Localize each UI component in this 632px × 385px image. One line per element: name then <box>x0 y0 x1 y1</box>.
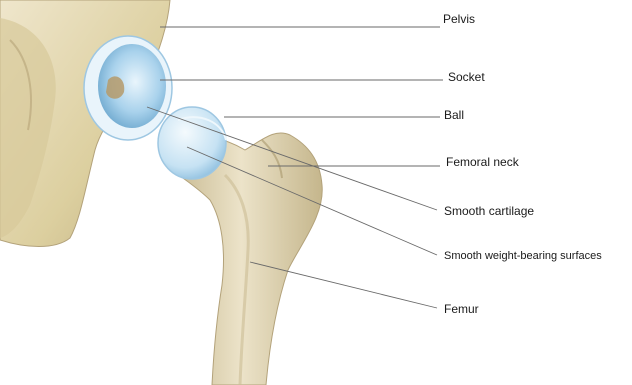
label-femoral-neck: Femoral neck <box>446 155 519 169</box>
label-femur: Femur <box>444 302 479 316</box>
label-socket: Socket <box>448 70 485 84</box>
label-smooth-cartilage: Smooth cartilage <box>444 204 534 218</box>
label-ball: Ball <box>444 108 464 122</box>
label-pelvis: Pelvis <box>443 12 475 26</box>
label-smooth-weight-bearing-surfaces: Smooth weight-bearing surfaces <box>444 249 602 263</box>
femoral-head-ball <box>158 107 226 179</box>
socket-cup <box>84 36 172 140</box>
